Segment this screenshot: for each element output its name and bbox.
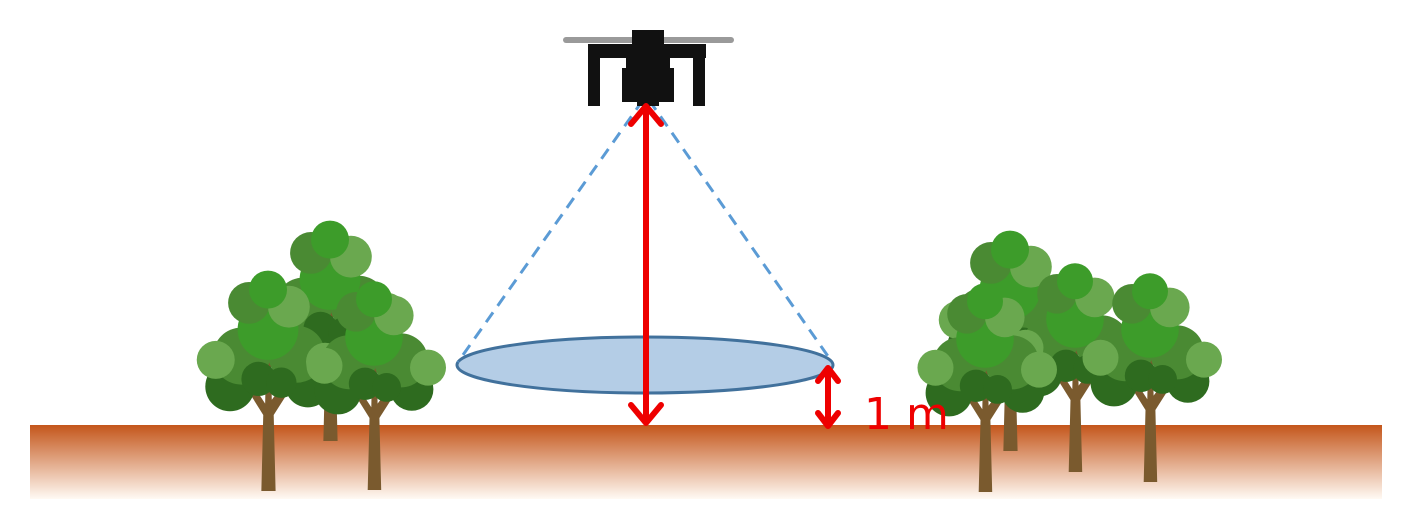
ground (30, 425, 1382, 499)
height-label: 1 m (864, 389, 949, 440)
altitude-arrow (628, 103, 664, 426)
height-above-ground-arrow (815, 365, 841, 429)
drone-icon (563, 30, 734, 106)
sensor-view-cone (456, 99, 834, 363)
